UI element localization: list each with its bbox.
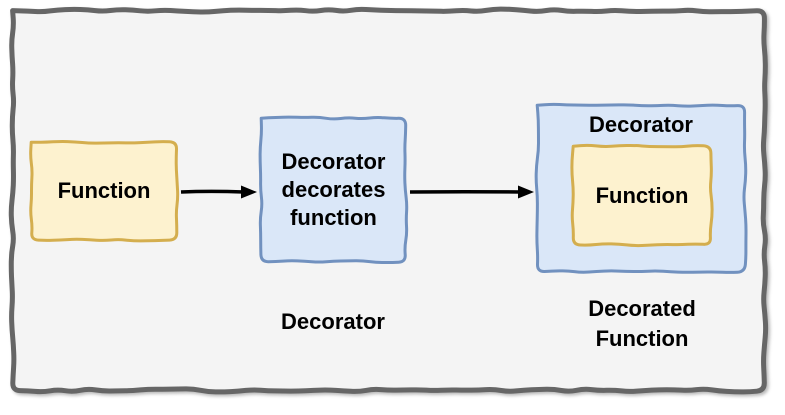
arrow-function-to-decorator (180, 181, 257, 203)
decorator-process-line-2: decorates (281, 177, 386, 202)
function-node: Function (28, 139, 180, 243)
decorated-function-node: Decorator Function (534, 102, 748, 275)
decorated-function-caption: Decorated Function (588, 296, 696, 351)
decorator-caption: Decorator (281, 309, 385, 334)
inner-function-label: Function (595, 182, 689, 208)
decorated-node-title: Decorator (589, 112, 693, 137)
decorator-process-node: Decorator decorates function (258, 115, 409, 265)
function-node-label: Function (57, 178, 151, 203)
inner-function-node: Function (570, 143, 714, 248)
decorator-process-line-3: function (290, 205, 377, 230)
arrow-decorator-to-decorated (409, 181, 534, 203)
decorator-process-line-1: Decorator (281, 149, 386, 174)
decorator-process-text: Decorator decorates function (282, 148, 386, 232)
